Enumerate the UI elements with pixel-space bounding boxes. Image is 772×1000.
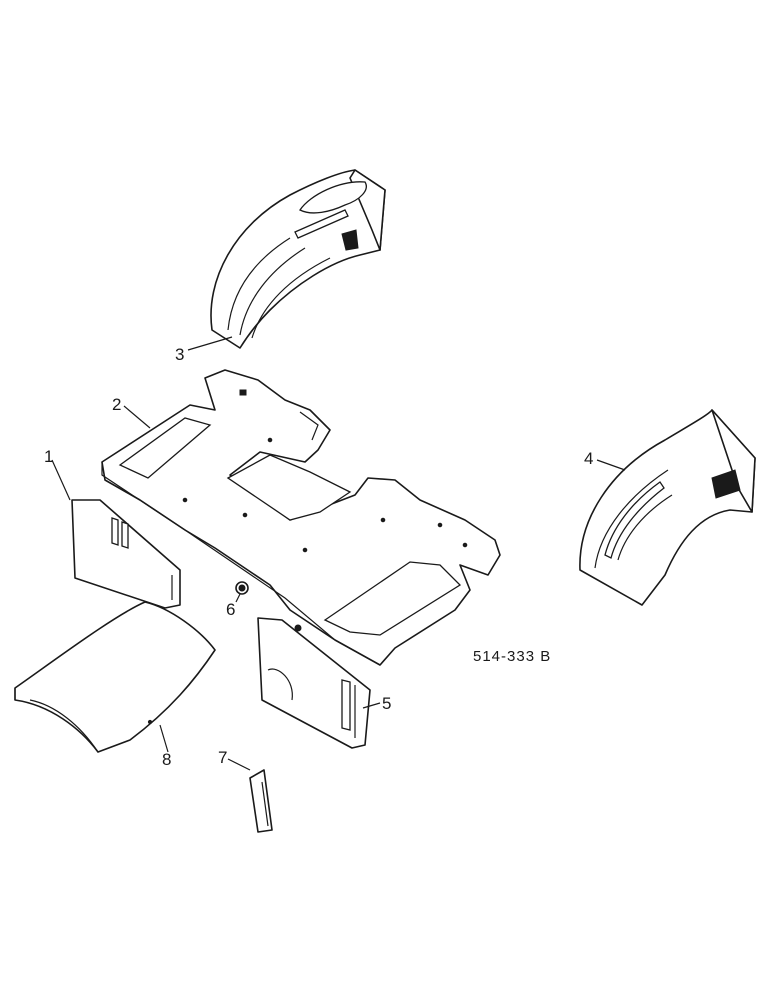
callout-6: 6 [226, 600, 235, 619]
side-panel-part-5 [257, 617, 371, 749]
bracket-part-7 [249, 769, 273, 833]
side-panel-part-1 [71, 499, 181, 609]
floor-plate-part-2 [101, 369, 501, 666]
fender-part-4 [579, 409, 756, 606]
callout-2: 2 [112, 395, 121, 414]
callout-7: 7 [218, 748, 227, 767]
leader-lines [51, 336, 626, 771]
callout-5: 5 [382, 694, 391, 713]
drawing-reference-code: 514-333 B [473, 648, 551, 665]
callout-3: 3 [175, 345, 184, 364]
grommet-part-6 [235, 581, 249, 595]
callout-labels: 1 2 3 4 5 6 7 8 [44, 345, 593, 769]
callout-4: 4 [584, 449, 593, 468]
callout-8: 8 [162, 750, 171, 769]
callout-1: 1 [44, 447, 53, 466]
floor-cover-part-8 [14, 601, 216, 753]
fender-part-3 [210, 169, 386, 349]
